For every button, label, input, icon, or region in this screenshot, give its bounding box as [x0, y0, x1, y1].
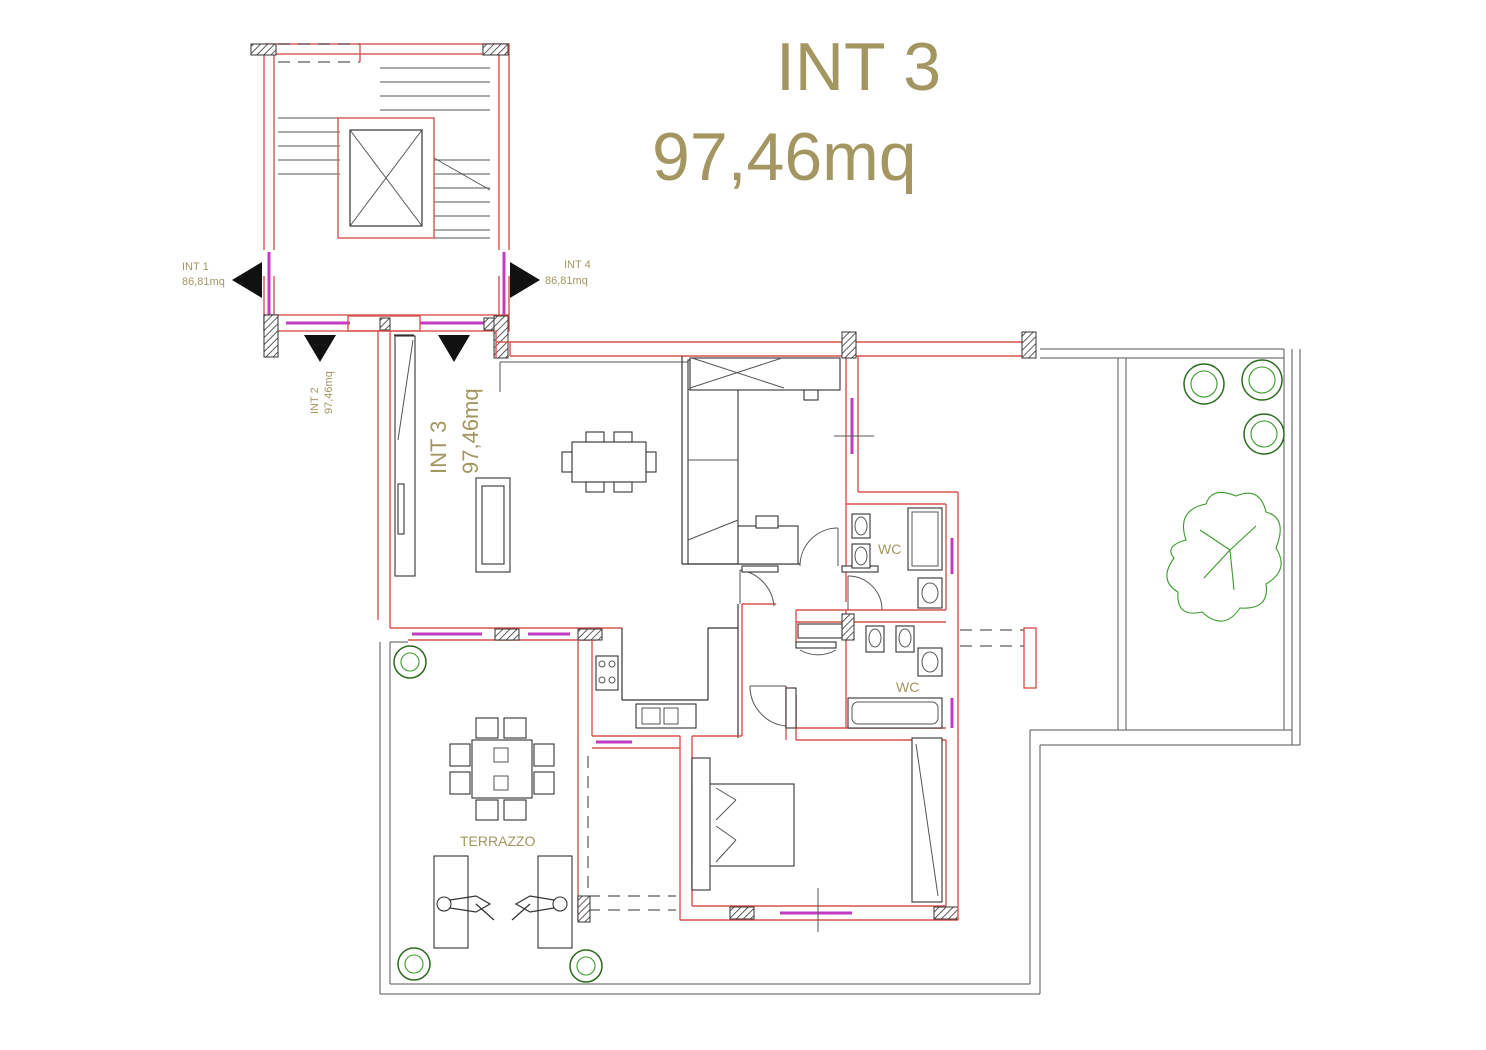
int4-label: INT 4 [564, 259, 591, 271]
tree-icon [1241, 359, 1283, 401]
entry-arrow-icon [438, 335, 470, 362]
apartment-walls [377, 330, 1037, 932]
person-icon [436, 895, 495, 921]
stairwell-core [250, 43, 510, 359]
int4-area: 86,81mq [545, 275, 588, 287]
terrace-outline [379, 348, 1301, 995]
int1-label: INT 1 [182, 261, 209, 273]
stove-icon [595, 655, 619, 691]
int1-area: 86,81mq [182, 276, 225, 288]
table-icon [449, 717, 555, 821]
entry-arrow-icon [232, 262, 262, 298]
sofa-icon [475, 477, 511, 573]
tree-icon [1243, 413, 1285, 455]
tree-icon [569, 949, 603, 983]
tree-icon [393, 645, 427, 679]
int3-label: INT 3 [426, 421, 451, 474]
entry-arrow-icon [304, 335, 336, 362]
elevator-icon [337, 117, 435, 239]
wc-upper-label: WC [878, 541, 901, 557]
bed-icon [691, 757, 795, 891]
wc-lower-label: WC [896, 679, 919, 695]
entry-arrow-icon [510, 262, 540, 298]
unit-title: INT 3 [776, 29, 941, 105]
int2-area: 97,46mq [323, 371, 335, 414]
int2-label: INT 2 [309, 387, 321, 414]
tree-icon [397, 947, 431, 981]
tree-icon [1166, 491, 1282, 622]
shower-icon [907, 507, 943, 571]
terrace-label: TERRAZZO [460, 833, 536, 849]
sunbed-icon [433, 855, 573, 949]
dining-table-icon [561, 431, 657, 493]
toilet-icon [865, 625, 915, 653]
bathtub-icon [847, 697, 943, 729]
person-icon [511, 895, 568, 921]
tree-icon [1183, 363, 1225, 405]
sink-icon [635, 703, 697, 729]
unit-area: 97,46mq [652, 119, 917, 195]
toilet-icon [851, 513, 871, 569]
sink-icon [917, 647, 943, 677]
int3-area: 97,46mq [458, 388, 483, 474]
sink-icon [917, 577, 943, 609]
